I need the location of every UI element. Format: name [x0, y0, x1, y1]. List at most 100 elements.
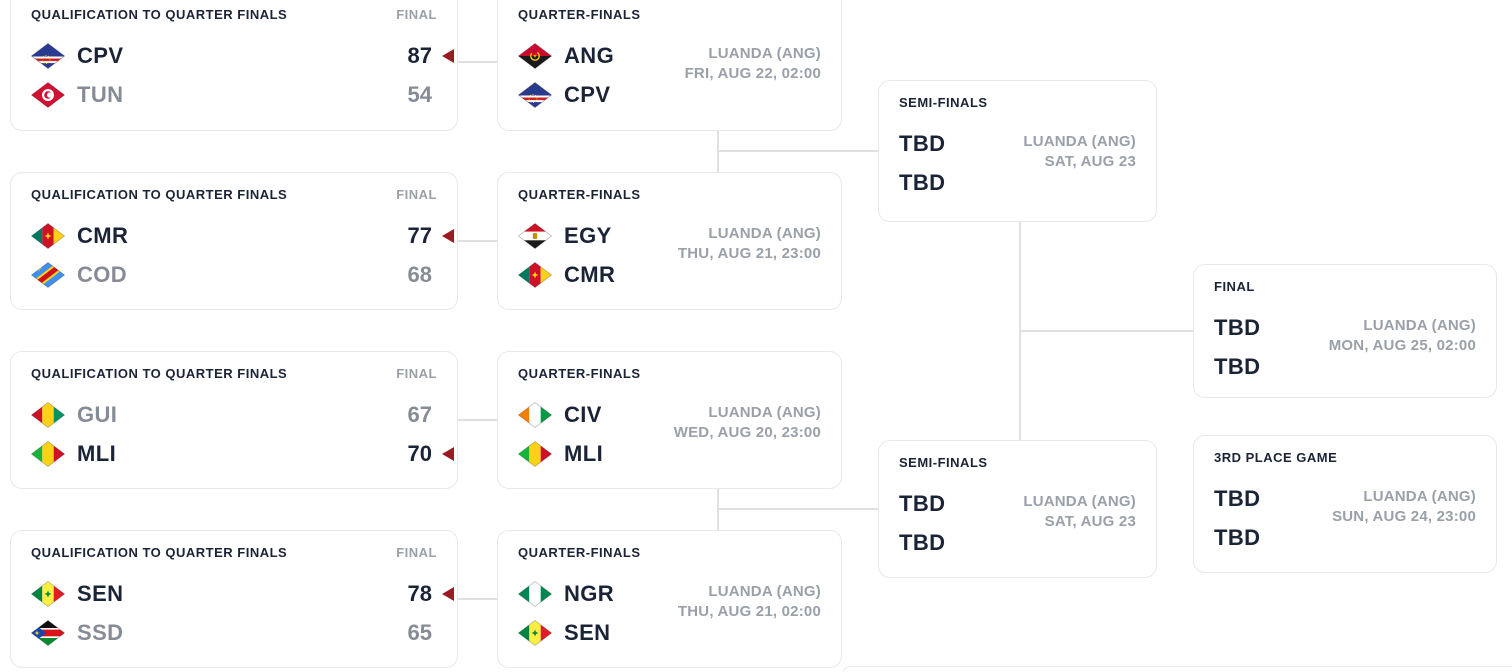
match-datetime: WED, AUG 20, 23:00 — [673, 424, 821, 441]
venue-name: LUANDA (ANG) — [708, 225, 821, 242]
match-card-qf-3[interactable]: QUARTER-FINALS CIV MLI LUANDA (ANG) WED,… — [497, 351, 842, 489]
card-title: QUARTER-FINALS — [518, 7, 641, 22]
team-row: TBD — [899, 526, 1136, 560]
card-title: QUARTER-FINALS — [518, 366, 641, 381]
next-card-top-edge — [843, 666, 1512, 672]
match-card-qf-1[interactable]: QUARTER-FINALS ANG CPV LUANDA (ANG) FRI,… — [497, 0, 842, 131]
ang-flag-icon — [518, 43, 552, 69]
team-row: TBD — [899, 487, 1136, 521]
team-code: SEN — [77, 581, 124, 606]
team-code: SEN — [564, 620, 611, 645]
gui-flag-icon — [31, 402, 65, 428]
match-card-qual-1[interactable]: QUALIFICATION TO QUARTER FINALS FINAL CP… — [10, 0, 458, 131]
winner-arrow-icon — [442, 229, 454, 243]
egy-flag-icon — [518, 223, 552, 249]
team-code: TBD — [899, 530, 946, 555]
team-score: 87 — [407, 43, 432, 68]
sen-flag-icon — [31, 581, 65, 607]
venue-name: LUANDA (ANG) — [1363, 317, 1476, 334]
venue-name: LUANDA (ANG) — [1023, 133, 1136, 150]
venue-block: LUANDA (ANG) FRI, AUG 22, 02:00 — [685, 44, 821, 84]
match-datetime: THU, AUG 21, 23:00 — [677, 245, 821, 262]
team-code: CPV — [564, 82, 611, 107]
venue-block: LUANDA (ANG) SAT, AUG 23 — [1023, 132, 1136, 172]
venue-block: LUANDA (ANG) WED, AUG 20, 23:00 — [674, 403, 821, 443]
match-datetime: MON, AUG 25, 02:00 — [1328, 337, 1476, 354]
match-card-qual-2[interactable]: QUALIFICATION TO QUARTER FINALS FINAL CM… — [10, 172, 458, 310]
ssd-flag-icon — [31, 620, 65, 646]
cod-flag-icon — [31, 262, 65, 288]
connector-line — [717, 508, 878, 510]
team-code: CMR — [77, 223, 129, 248]
team-code: SSD — [77, 620, 124, 645]
team-code: GUI — [77, 402, 118, 427]
card-title: QUARTER-FINALS — [518, 187, 641, 202]
team-row: TBD — [1214, 482, 1476, 516]
match-status: FINAL — [396, 545, 437, 560]
venue-block: LUANDA (ANG) THU, AUG 21, 02:00 — [678, 582, 821, 622]
card-title: QUALIFICATION TO QUARTER FINALS — [31, 7, 288, 22]
team-code: NGR — [564, 581, 615, 606]
cpv-flag-icon — [31, 43, 65, 69]
connector-line — [446, 598, 497, 600]
team-code: ANG — [564, 43, 615, 68]
match-card-third-place[interactable]: 3RD PLACE GAME TBD TBD LUANDA (ANG) SUN,… — [1193, 435, 1497, 573]
venue-name: LUANDA (ANG) — [1363, 488, 1476, 505]
match-card-qual-3[interactable]: QUALIFICATION TO QUARTER FINALS FINAL GU… — [10, 351, 458, 489]
team-row: EGY — [518, 219, 821, 253]
match-status: FINAL — [396, 366, 437, 381]
team-row: NGR — [518, 577, 821, 611]
team-code: CIV — [564, 402, 602, 427]
winner-arrow-icon — [442, 447, 454, 461]
cmr-flag-icon — [31, 223, 65, 249]
team-row: TBD — [1214, 311, 1476, 345]
team-row: SSD 65 — [31, 616, 437, 650]
match-datetime: SAT, AUG 23 — [1044, 153, 1136, 170]
match-card-qual-4[interactable]: QUALIFICATION TO QUARTER FINALS FINAL SE… — [10, 530, 458, 668]
team-row: CPV — [518, 78, 821, 112]
connector-line — [446, 61, 497, 63]
card-title: QUALIFICATION TO QUARTER FINALS — [31, 545, 288, 560]
match-card-sf-2[interactable]: SEMI-FINALS TBD TBD LUANDA (ANG) SAT, AU… — [878, 440, 1157, 578]
venue-block: LUANDA (ANG) MON, AUG 25, 02:00 — [1329, 316, 1476, 356]
match-datetime: FRI, AUG 22, 02:00 — [684, 65, 821, 82]
venue-block: LUANDA (ANG) SUN, AUG 24, 23:00 — [1332, 487, 1476, 527]
team-row: TBD — [899, 127, 1136, 161]
winner-arrow-icon — [442, 587, 454, 601]
match-status: FINAL — [396, 7, 437, 22]
match-card-qf-2[interactable]: QUARTER-FINALS EGY CMR LUANDA (ANG) THU,… — [497, 172, 842, 310]
team-code: TBD — [899, 170, 946, 195]
card-title: QUALIFICATION TO QUARTER FINALS — [31, 187, 288, 202]
team-code: TBD — [1214, 315, 1261, 340]
team-row: CMR 77 — [31, 219, 454, 253]
team-row: MLI — [518, 437, 821, 471]
venue-name: LUANDA (ANG) — [1023, 493, 1136, 510]
team-row: TBD — [899, 166, 1136, 200]
winner-arrow-icon — [442, 49, 454, 63]
team-row: CIV — [518, 398, 821, 432]
team-row: GUI 67 — [31, 398, 437, 432]
venue-name: LUANDA (ANG) — [708, 45, 821, 62]
team-score: 78 — [407, 581, 432, 606]
mli-flag-icon — [518, 441, 552, 467]
card-title: QUARTER-FINALS — [518, 545, 641, 560]
tun-flag-icon — [31, 82, 65, 108]
match-datetime: SUN, AUG 24, 23:00 — [1332, 508, 1476, 525]
match-card-final[interactable]: FINAL TBD TBD LUANDA (ANG) MON, AUG 25, … — [1193, 264, 1497, 398]
team-score: 54 — [407, 82, 432, 107]
match-card-qf-4[interactable]: QUARTER-FINALS NGR SEN LUANDA (ANG) THU,… — [497, 530, 842, 668]
venue-name: LUANDA (ANG) — [708, 404, 821, 421]
card-title: SEMI-FINALS — [899, 95, 988, 110]
card-title: SEMI-FINALS — [899, 455, 988, 470]
match-card-sf-1[interactable]: SEMI-FINALS TBD TBD LUANDA (ANG) SAT, AU… — [878, 80, 1157, 222]
team-score: 65 — [407, 620, 432, 645]
mli-flag-icon — [31, 441, 65, 467]
card-title: FINAL — [1214, 279, 1255, 294]
venue-block: LUANDA (ANG) SAT, AUG 23 — [1023, 492, 1136, 532]
connector-line — [1019, 330, 1193, 332]
team-code: CPV — [77, 43, 124, 68]
card-title: 3RD PLACE GAME — [1214, 450, 1338, 465]
team-row: TUN 54 — [31, 78, 437, 112]
civ-flag-icon — [518, 402, 552, 428]
